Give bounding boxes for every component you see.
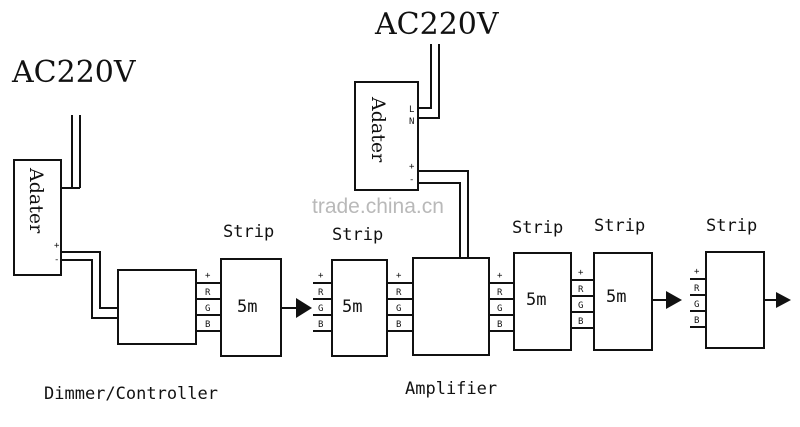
svg-text:+: + [497,271,503,281]
svg-text:B: B [578,317,583,327]
svg-text:R: R [578,285,584,295]
svg-text:R: R [497,288,503,298]
connector-6: + R G B [690,267,706,328]
svg-text:G: G [497,304,502,314]
dimmer-controller-box [117,269,197,345]
strip-3-label: Strip [512,218,563,238]
strip-5-box [705,251,765,349]
svg-text:R: R [205,288,211,298]
ac-right-wire-n [418,44,440,119]
strip-1-arrow-icon [296,298,312,318]
svg-text:R: R [694,284,700,294]
strip-5-arrow-icon [776,292,791,308]
strip-2-label: Strip [332,225,383,245]
strip-4-label: Strip [594,216,645,236]
svg-text:B: B [205,320,210,330]
svg-text:G: G [396,304,401,314]
svg-text:G: G [318,304,323,314]
svg-text:G: G [578,301,583,311]
svg-text:B: B [497,320,502,330]
connector-4: + R G B [489,271,514,332]
svg-text:+: + [205,271,211,281]
connector-2: + R G B [313,271,332,332]
adapter-left-box [13,159,62,276]
strip-1-length: 5m [237,297,257,317]
adapter-left-plus: + [54,241,60,251]
amplifier-box [412,257,490,356]
adapter-right-label: Adater [367,96,389,163]
svg-text:+: + [318,271,324,281]
adapter-left-label: Adater [25,167,47,234]
dimmer-controller-label: Dimmer/Controller [44,384,218,404]
connector-3: + R G B [387,271,413,332]
amplifier-label: Amplifier [405,379,497,399]
adapter-right-minus-wire [418,182,461,258]
adapter-right-pin-n: N [409,117,414,127]
ac-right-label: AC220V [374,7,500,42]
svg-text:+: + [578,268,584,278]
strip-4-box [593,252,653,351]
adapter-right-minus: - [409,175,414,185]
svg-text:B: B [318,320,323,330]
strip-5-label: Strip [706,216,757,236]
watermark-text: trade.china.cn [312,195,444,218]
ac-right-wire-l [418,44,432,109]
adapter-left-minus: - [54,255,59,265]
svg-text:G: G [205,304,210,314]
adapter-right-pin-l: L [409,105,414,115]
connector-1: + R G B [196,271,221,332]
strip-4-arrow-icon [666,291,682,309]
strip-1-label: Strip [223,222,274,242]
ac-left-label: AC220V [11,55,137,90]
adapter-left-minus-wire [61,259,118,319]
svg-text:B: B [396,320,401,330]
svg-text:G: G [694,300,699,310]
svg-text:R: R [396,288,402,298]
strip-3-box [513,252,572,351]
adapter-left-plus-wire [61,251,118,309]
strip-3-length: 5m [526,290,546,310]
svg-text:R: R [318,288,324,298]
strip-2-length: 5m [342,297,362,317]
strip-4-length: 5m [606,287,626,307]
adapter-right-plus-wire [418,170,469,258]
adapter-right-box [354,81,419,191]
strip-2-box [331,259,388,357]
strip-1-box [220,258,282,357]
adapter-right-plus: + [409,162,415,172]
connector-5: + R G B [571,268,594,329]
svg-text:+: + [694,267,700,277]
svg-text:B: B [694,316,699,326]
svg-text:+: + [396,271,402,281]
